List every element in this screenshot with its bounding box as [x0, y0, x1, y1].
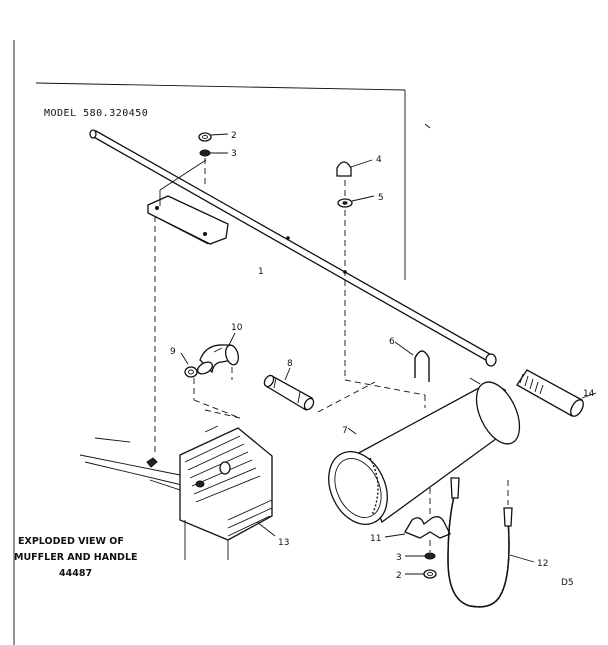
caption-number: 44487: [59, 568, 92, 579]
figure-caption: EXPLODED VIEW OF MUFFLER AND HANDLE 4448…: [14, 536, 138, 579]
callout-9: 9: [170, 347, 176, 357]
callout-3-top: 3: [231, 149, 237, 159]
callout-3-bottom: 3: [396, 553, 402, 563]
stray-mark: [424, 123, 431, 129]
callout-labels: 1 2 3 4 5 6 7 8 9 10 11 12 13 14 3 2: [170, 131, 595, 581]
page-frame: [13, 40, 406, 645]
page-code: D5: [561, 578, 574, 588]
callout-4: 4: [376, 155, 382, 165]
nut-fitting-9: [184, 366, 198, 378]
callout-10: 10: [231, 323, 243, 333]
flex-tube: [447, 477, 535, 608]
washer-top: [199, 149, 228, 157]
nut-bottom: [405, 569, 437, 579]
acorn-nut: [336, 159, 373, 177]
caption-line-1: EXPLODED VIEW OF: [18, 536, 124, 547]
callout-2-top: 2: [231, 131, 237, 141]
pipe-nipple: [263, 367, 315, 411]
muffler: [328, 377, 521, 525]
model-label: MODEL 580.320450: [44, 108, 148, 119]
handle-grip: [516, 369, 597, 417]
callout-13: 13: [278, 538, 289, 548]
handle-bracket: [147, 159, 229, 245]
elbow-fitting: [196, 344, 239, 375]
nut-top: [198, 132, 229, 142]
callout-14: 14: [583, 389, 595, 399]
callout-7: 7: [342, 426, 348, 436]
callout-12: 12: [537, 559, 548, 569]
washer-bottom: [405, 552, 436, 560]
callout-2-bottom: 2: [396, 571, 402, 581]
washer-5: [337, 195, 375, 208]
callout-11: 11: [370, 534, 381, 544]
callout-1: 1: [258, 267, 264, 277]
u-bolt: [394, 341, 430, 382]
caption-line-2: MUFFLER AND HANDLE: [14, 552, 138, 563]
callout-6: 6: [389, 337, 395, 347]
callout-8: 8: [287, 359, 293, 369]
engine-block: [79, 409, 276, 560]
muffler-clamp: [384, 488, 451, 539]
handle-bar: [89, 129, 497, 367]
callout-5: 5: [378, 193, 384, 203]
